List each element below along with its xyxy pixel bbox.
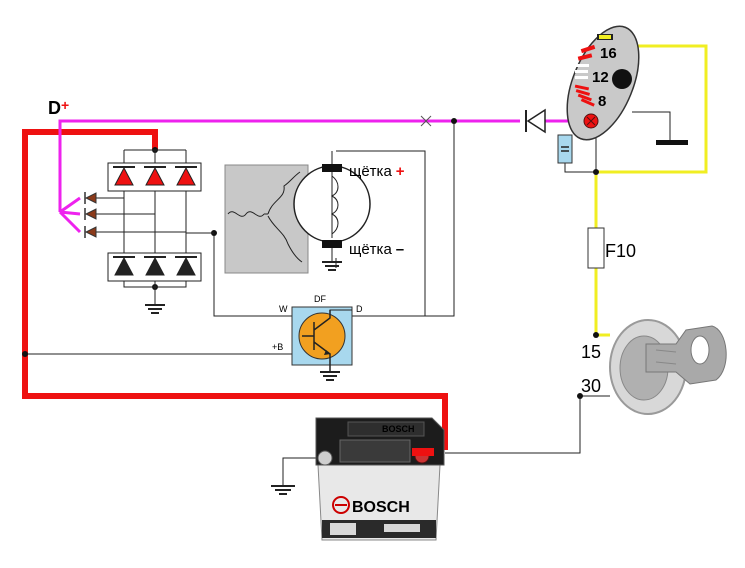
signal-wires: [25, 111, 671, 486]
battery-brand-label: BOSCH: [352, 499, 410, 516]
excitation-diodes: [84, 192, 97, 238]
regulator-b-label: +B: [272, 342, 283, 352]
terminal-15-label: 15: [581, 342, 601, 362]
d-plus-label: D+: [48, 97, 69, 118]
ground-icon: [271, 485, 295, 495]
excitation-wire: [58, 119, 520, 212]
gauge-16-label: 16: [600, 45, 617, 62]
excitation-wire-to-diodes: [58, 196, 82, 234]
regulator-w-label: W: [279, 304, 288, 314]
regulator-d-label: D: [356, 304, 363, 314]
battery-brand-top-label: BOSCH: [382, 424, 415, 434]
resistor-icon: [557, 134, 573, 164]
lower-diodes: [114, 256, 196, 276]
fuse-icon: [587, 227, 605, 269]
regulator-df-label: DF: [314, 294, 326, 304]
ignition-key-icon: [609, 319, 727, 415]
ground-icon: [145, 304, 165, 314]
ground-icon: [656, 140, 688, 145]
voltage-regulator-icon: [291, 306, 353, 372]
gauge-12-label: 12: [592, 69, 609, 86]
upper-diodes: [114, 166, 196, 186]
brush-plus-label: щётка+: [349, 163, 405, 180]
wire-break-mark: [420, 115, 432, 127]
lamp-diode-icon: [525, 108, 546, 134]
terminal-30-label: 30: [581, 376, 601, 396]
ground-icon: [320, 371, 340, 381]
battery-icon: [315, 417, 445, 541]
voltmeter-gauge-icon: [566, 25, 640, 141]
fuse-label: F10: [605, 241, 636, 261]
gauge-loop-wire: [596, 44, 708, 174]
alternator-icon: [224, 151, 371, 274]
ground-icon: [322, 261, 342, 271]
gauge-8-label: 8: [598, 93, 606, 110]
rectifier-bridge-icon: [84, 149, 214, 305]
brush-minus-label: щётка–: [349, 241, 404, 258]
battery-cable: [22, 129, 448, 450]
